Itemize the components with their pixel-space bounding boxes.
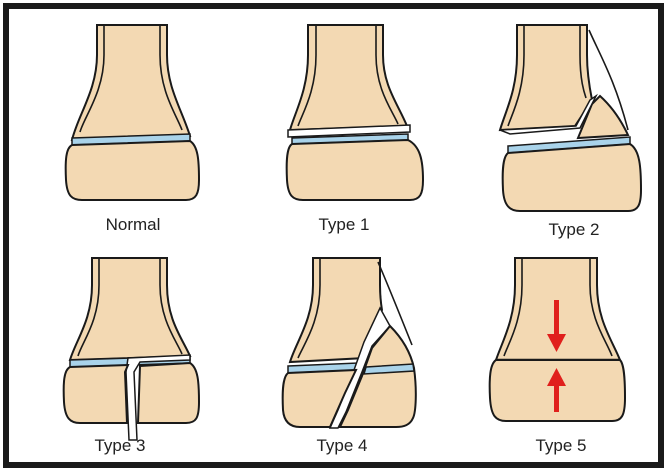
type3-epiphysis-right — [138, 363, 199, 423]
label-type2: Type 2 — [548, 220, 599, 240]
label-type3: Type 3 — [94, 436, 145, 456]
normal-epiphysis — [66, 141, 199, 200]
label-normal: Normal — [106, 215, 161, 235]
type1-epiphysis — [287, 140, 423, 200]
label-type4: Type 4 — [316, 436, 367, 456]
label-type5: Type 5 — [535, 436, 586, 456]
type2-epiphysis — [503, 144, 641, 211]
type3-epiphysis-left — [64, 365, 128, 423]
label-type1: Type 1 — [318, 215, 369, 235]
